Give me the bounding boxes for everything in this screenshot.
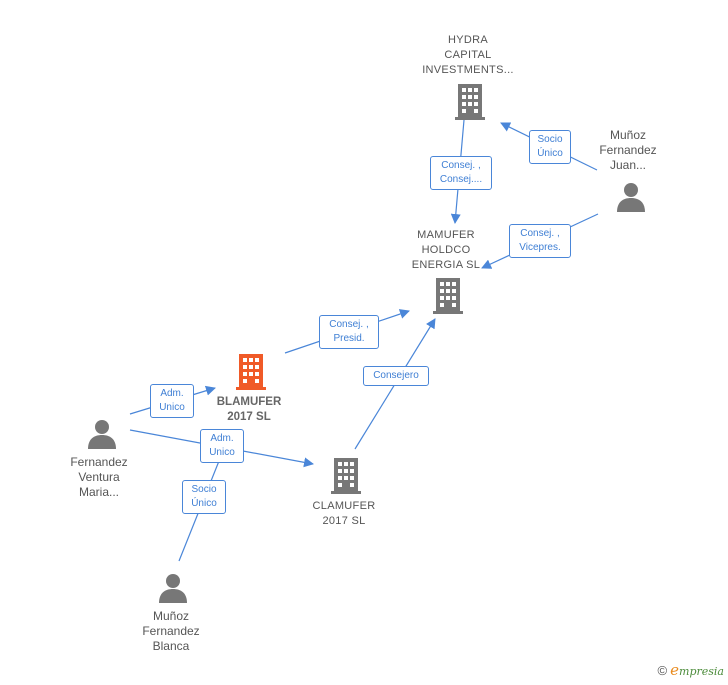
person-icon[interactable]	[615, 181, 647, 213]
node-label-fernandez-maria[interactable]: Fernandez Ventura Maria...	[70, 455, 128, 499]
brand-logo[interactable]: © empresia	[657, 661, 724, 679]
edge-label-juan-hydra[interactable]: Socio Único	[529, 130, 571, 164]
building-icon-main[interactable]	[236, 354, 266, 390]
node-label-munoz-juan[interactable]: Muñoz Fernandez Juan...	[599, 128, 657, 172]
node-label-hydra[interactable]: HYDRA CAPITAL INVESTMENTS...	[422, 34, 514, 76]
building-icon[interactable]	[331, 458, 361, 494]
edge-label-clamufer-mamufer[interactable]: Consejero	[363, 366, 429, 386]
building-icon[interactable]	[433, 278, 463, 314]
edge-label-hydra-mamufer[interactable]: Consej. , Consej....	[430, 156, 492, 190]
node-label-munoz-blanca[interactable]: Muñoz Fernandez Blanca	[142, 609, 200, 653]
edge-label-maria-clamufer[interactable]: Adm. Unico	[200, 429, 244, 463]
node-label-blamufer[interactable]: BLAMUFER 2017 SL	[216, 396, 282, 423]
building-icon[interactable]	[455, 84, 485, 120]
edge-label-blamufer-mamufer[interactable]: Consej. , Presid.	[319, 315, 379, 349]
node-label-mamufer[interactable]: MAMUFER HOLDCO ENERGIA SL	[411, 229, 481, 271]
node-label-clamufer[interactable]: CLAMUFER 2017 SL	[312, 500, 376, 527]
edge-label-maria-blamufer[interactable]: Adm. Unico	[150, 384, 194, 418]
person-icon[interactable]	[86, 418, 118, 450]
copyright-icon: ©	[657, 663, 668, 678]
edge-label-blanca-blamufer[interactable]: Socio Único	[182, 480, 226, 514]
edge-label-juan-mamufer[interactable]: Consej. , Vicepres.	[509, 224, 571, 258]
person-icon[interactable]	[157, 572, 189, 604]
